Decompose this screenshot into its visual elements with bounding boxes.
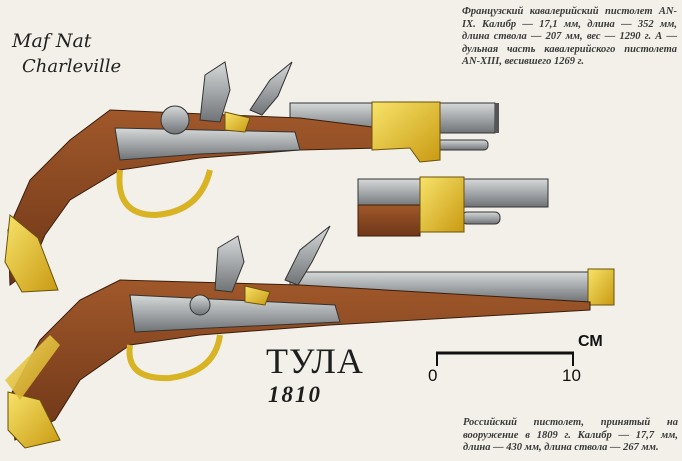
butt-cap (7, 391, 61, 449)
ramrod (461, 211, 501, 225)
scale-unit-label: СМ (578, 333, 603, 350)
trigger-guard (116, 169, 213, 219)
maker-mark-line2: Charleville (22, 56, 122, 77)
scale-start-label: 0 (428, 366, 438, 385)
lock-plate (114, 127, 301, 161)
scale-bar (436, 351, 574, 366)
butt-cap (4, 214, 59, 293)
brass-band (419, 176, 465, 233)
french-pistol-caption: Французский кавалерийский пистолет AN-IX… (462, 6, 677, 67)
maker-mark-line1: Maf Nat (12, 30, 92, 52)
hammer (214, 235, 245, 293)
brass-band (371, 101, 441, 163)
side-plate (5, 335, 60, 400)
lock-plate (129, 294, 341, 333)
tula-label: ТУЛА (266, 341, 364, 381)
muzzle-cap (587, 268, 615, 306)
hammer (199, 61, 231, 123)
fore-stock (357, 204, 421, 237)
an-xiii-muzzle-fragment (357, 176, 549, 237)
trigger-guard (126, 334, 223, 382)
year-label: 1810 (268, 382, 322, 407)
frizzen (284, 225, 331, 286)
russian-pistol-caption: Российский пистолет, принятый на вооруже… (463, 417, 678, 453)
scale-end-label: 10 (562, 366, 581, 385)
french-pistol-an-ix (4, 61, 499, 293)
russian-tula-pistol-1810 (5, 225, 615, 449)
frizzen (249, 61, 293, 116)
